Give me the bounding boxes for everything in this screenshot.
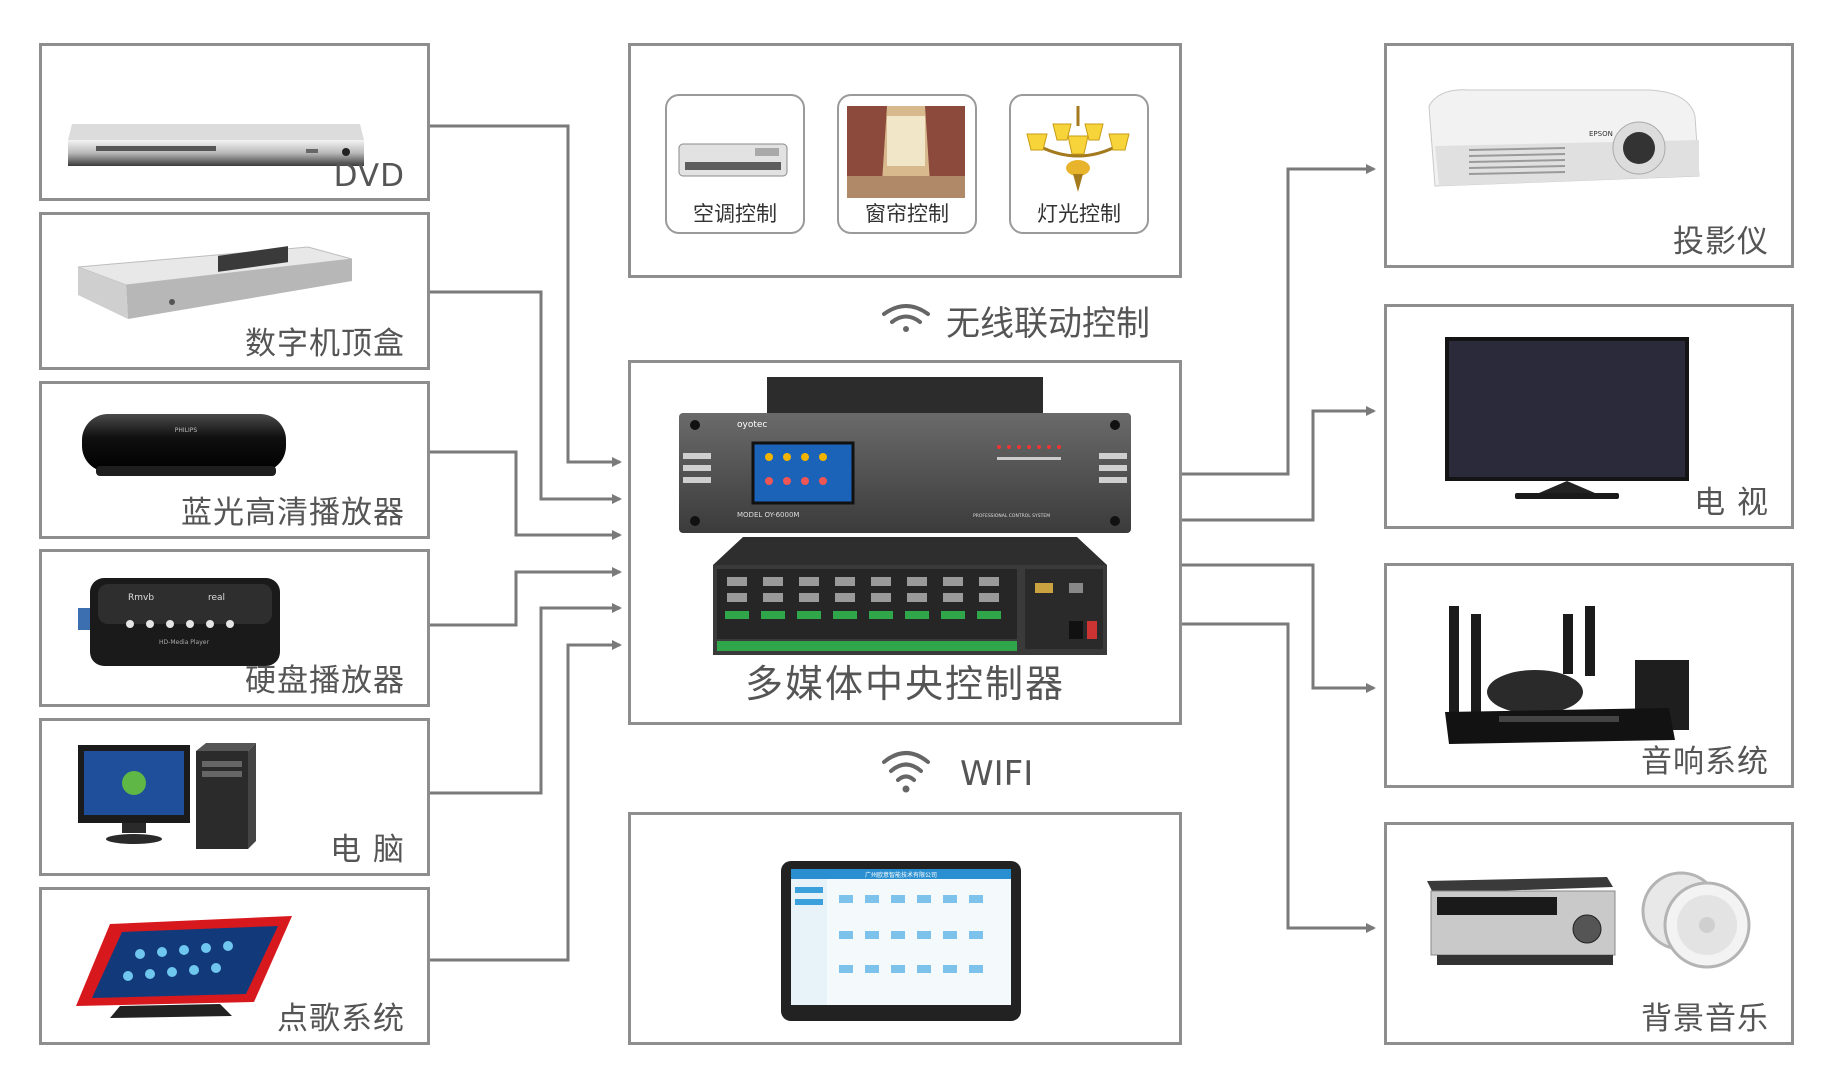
controller-front-panel: oyotec MODEL OY-6000M PROFESSIONAL CONTR… xyxy=(679,377,1131,541)
wire-hdd xyxy=(430,567,622,627)
output-box-tv: 电 视 xyxy=(1384,304,1794,529)
karaoke-touch-panel-icon xyxy=(70,910,300,1024)
wireless-linkage-caption: 无线联动控制 xyxy=(946,304,1150,344)
input-label-karaoke: 点歌系统 xyxy=(277,1001,405,1037)
home-theater-speakers-icon xyxy=(1439,600,1699,754)
desktop-computer-icon xyxy=(78,743,258,857)
tile-air-conditioning: 空调控制 xyxy=(665,94,805,234)
wire-tv xyxy=(1182,406,1376,522)
controller-brand: oyotec xyxy=(737,420,767,430)
controller-rear-panel xyxy=(713,537,1107,661)
tile-label: 窗帘控制 xyxy=(865,202,949,226)
controller-model: MODEL OY-6000M xyxy=(737,511,799,519)
input-label-blu-ray: 蓝光高清播放器 xyxy=(181,495,405,531)
tile-lighting: 灯光控制 xyxy=(1009,94,1149,234)
hdd-media-player-icon: Rmvb real HD-Media Player xyxy=(78,574,298,678)
curtain-icon xyxy=(847,106,967,198)
wire-pc xyxy=(430,603,622,795)
tile-label: 空调控制 xyxy=(693,202,777,226)
output-label-audio-system: 音响系统 xyxy=(1641,744,1769,780)
svg-text:Rmvb: Rmvb xyxy=(128,593,154,603)
input-label-dvd: DVD xyxy=(333,158,405,194)
input-box-hdd-player: Rmvb real HD-Media Player 硬盘播放器 xyxy=(39,549,430,707)
output-box-audio-system: 音响系统 xyxy=(1384,563,1794,788)
dvd-player-icon xyxy=(66,94,366,188)
wifi-signal-icon xyxy=(880,302,932,336)
input-label-computer: 电 脑 xyxy=(330,832,405,868)
projector-icon: EPSON xyxy=(1409,86,1709,220)
tablet-control-box: 广州欧意智能技术有限公司 xyxy=(628,812,1182,1045)
central-controller-box: oyotec MODEL OY-6000M PROFESSIONAL CONTR… xyxy=(628,360,1182,725)
input-box-dvd: DVD xyxy=(39,43,430,201)
output-label-background-music: 背景音乐 xyxy=(1641,1001,1769,1037)
svg-text:real: real xyxy=(208,593,225,603)
wire-bgm xyxy=(1182,622,1376,933)
controller-panel-text: PROFESSIONAL CONTROL SYSTEM xyxy=(973,513,1050,519)
wire-dvd xyxy=(430,124,622,467)
set-top-box-icon xyxy=(68,239,358,333)
projector-brand: EPSON xyxy=(1589,130,1613,138)
input-box-karaoke: 点歌系统 xyxy=(39,887,430,1045)
input-box-set-top-box: 数字机顶盒 xyxy=(39,212,430,370)
output-label-tv: 电 视 xyxy=(1694,485,1769,521)
input-label-set-top-box: 数字机顶盒 xyxy=(245,326,405,362)
wire-stb xyxy=(430,290,622,504)
tablet-header: 广州欧意智能技术有限公司 xyxy=(865,871,937,879)
output-box-projector: EPSON 投影仪 xyxy=(1384,43,1794,268)
wire-audio xyxy=(1182,563,1376,693)
tile-label: 灯光控制 xyxy=(1037,202,1121,226)
environment-control-box: 空调控制 窗帘控制 灯光控制 xyxy=(628,43,1182,278)
input-box-computer: 电 脑 xyxy=(39,718,430,876)
tile-curtain: 窗帘控制 xyxy=(837,94,977,234)
wifi-icon xyxy=(880,748,932,798)
output-label-projector: 投影仪 xyxy=(1673,224,1769,260)
wifi-caption: WIFI xyxy=(960,754,1034,794)
output-box-background-music: 背景音乐 xyxy=(1384,822,1794,1045)
tablet-icon: 广州欧意智能技术有限公司 xyxy=(781,861,1021,1025)
blu-ray-player-icon: PHILIPS xyxy=(76,406,296,490)
background-music-amplifier-icon xyxy=(1427,871,1757,985)
svg-text:PHILIPS: PHILIPS xyxy=(175,427,198,434)
television-icon xyxy=(1445,337,1689,505)
input-box-blu-ray: PHILIPS 蓝光高清播放器 xyxy=(39,381,430,539)
air-conditioner-icon xyxy=(675,106,795,198)
chandelier-icon xyxy=(1019,106,1139,198)
input-label-hdd-player: 硬盘播放器 xyxy=(245,663,405,699)
wire-bluray xyxy=(430,450,622,540)
wire-ktv xyxy=(430,640,622,962)
controller-title: 多媒体中央控制器 xyxy=(744,662,1065,706)
svg-text:HD-Media Player: HD-Media Player xyxy=(159,639,209,646)
wire-projector xyxy=(1182,164,1376,476)
